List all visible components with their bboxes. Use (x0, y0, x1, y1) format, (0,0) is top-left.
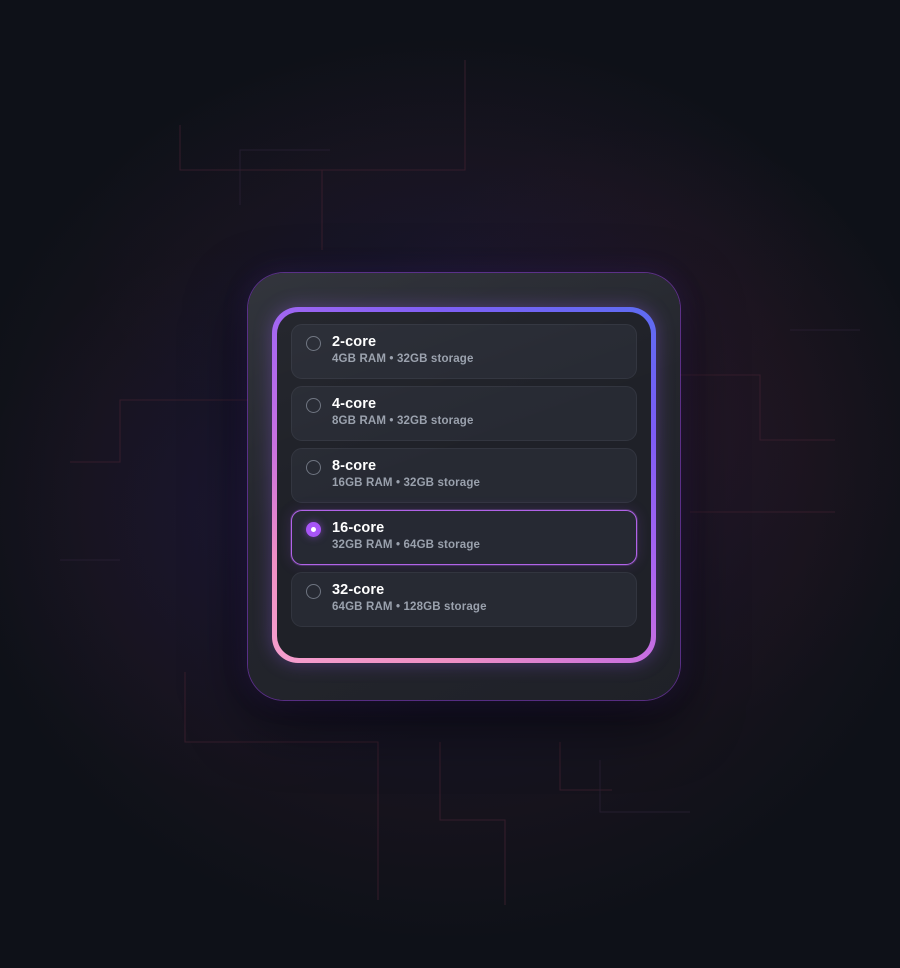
option-row[interactable]: 2-core 4GB RAM • 32GB storage (291, 324, 637, 379)
option-label: 8-core (332, 458, 377, 474)
option-label: 16-core (332, 520, 385, 536)
radio-icon[interactable] (306, 460, 321, 475)
option-label: 4-core (332, 396, 377, 412)
chip-gradient-ring: 2-core 4GB RAM • 32GB storage 4-core 8GB… (272, 307, 656, 663)
option-row[interactable]: 32-core 64GB RAM • 128GB storage (291, 572, 637, 627)
core-options-panel: 2-core 4GB RAM • 32GB storage 4-core 8GB… (277, 312, 651, 658)
option-label: 32-core (332, 582, 385, 598)
option-label: 2-core (332, 334, 377, 350)
radio-icon[interactable] (306, 584, 321, 599)
radio-icon[interactable] (306, 336, 321, 351)
option-row[interactable]: 4-core 8GB RAM • 32GB storage (291, 386, 637, 441)
option-detail: 16GB RAM • 32GB storage (332, 476, 481, 489)
radio-icon[interactable] (306, 398, 321, 413)
option-row-selected[interactable]: 16-core 32GB RAM • 64GB storage (291, 510, 637, 565)
option-detail: 32GB RAM • 64GB storage (332, 538, 481, 551)
radio-icon-selected[interactable] (306, 522, 321, 537)
option-row[interactable]: 8-core 16GB RAM • 32GB storage (291, 448, 637, 503)
option-detail: 8GB RAM • 32GB storage (332, 414, 474, 427)
option-detail: 4GB RAM • 32GB storage (332, 352, 474, 365)
option-detail: 64GB RAM • 128GB storage (332, 600, 487, 613)
cpu-chip-body: 2-core 4GB RAM • 32GB storage 4-core 8GB… (248, 273, 680, 700)
